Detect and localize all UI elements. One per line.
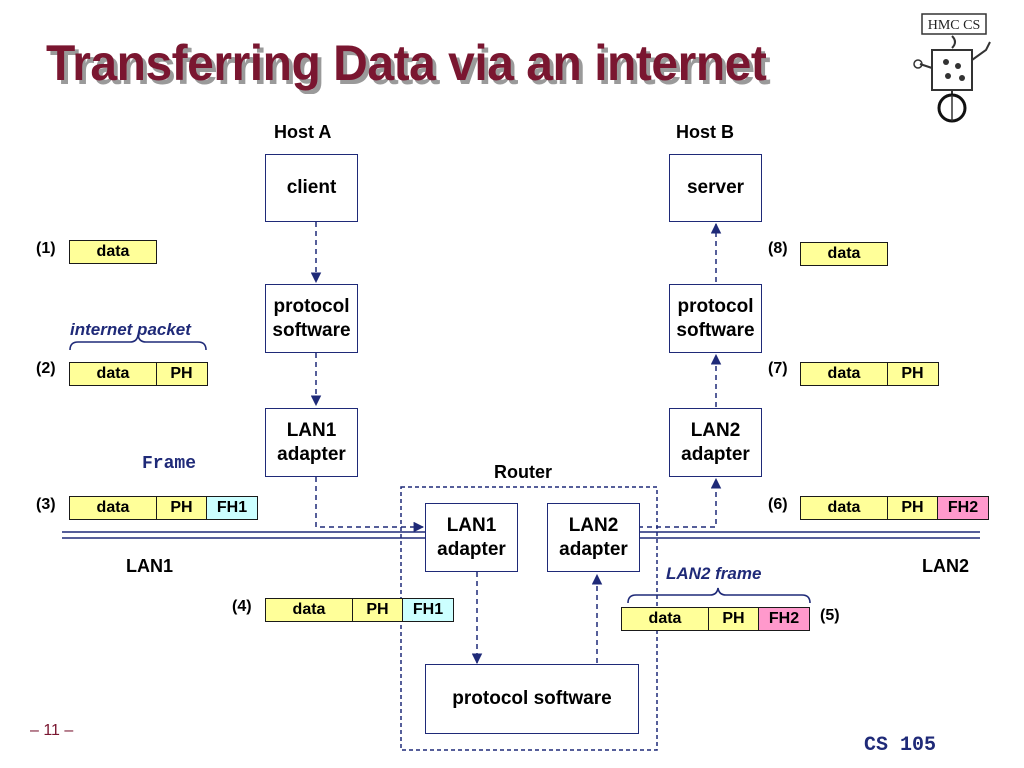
packet-ph-field: PH [155,496,208,520]
packet-ph-field: PH [886,362,939,386]
host-a-protocol-software-box: protocol software [265,284,358,353]
lan2-cable [638,531,980,539]
internet-packet-brace [69,334,207,351]
step-4-label: (4) [232,598,252,615]
packet-step-6: data PH FH2 [800,496,989,520]
router-protocol-software-box: protocol software [425,664,639,734]
arrow-lan1-to-router [315,477,425,533]
frame-label: Frame [142,454,197,474]
step-5-label: (5) [820,607,840,624]
packet-step-5: data PH FH2 [621,607,810,631]
internet-packet-label: internet packet [70,320,191,339]
host-b-protocol-software-box: protocol software [669,284,762,353]
arrow-router-to-lan2 [638,477,722,528]
packet-step-7: data PH [800,362,939,386]
lan2-frame-brace [627,587,811,604]
packet-data-field: data [800,496,888,520]
packet-step-1: data [69,240,157,264]
lan2-label: LAN2 [922,556,970,576]
step-3-label: (3) [36,496,56,513]
lan1-cable [62,531,426,539]
packet-data-field: data [621,607,709,631]
step-2-label: (2) [36,360,56,377]
svg-text:HMC CS: HMC CS [928,18,981,33]
packet-step-4: data PH FH1 [265,598,454,622]
host-b-label: Host B [676,122,734,142]
step-6-label: (6) [768,496,788,513]
packet-data-field: data [69,496,157,520]
packet-data-field: data [69,362,157,386]
packet-ph-field: PH [886,496,939,520]
host-b-lan2-adapter-box: LAN2 adapter [669,408,762,477]
packet-step-3: data PH FH1 [69,496,258,520]
lan1-label: LAN1 [126,556,174,576]
packet-step-8: data [800,242,888,266]
step-7-label: (7) [768,360,788,377]
packet-fh1-field: FH1 [402,598,454,622]
router-lan2-adapter-box: LAN2 adapter [547,503,640,572]
page-number: – 11 – [30,722,74,739]
slide-title: Transferring Data via an internet [46,35,767,91]
host-a-label: Host A [274,122,332,142]
packet-step-2: data PH [69,362,208,386]
packet-fh2-field: FH2 [937,496,989,520]
server-box: server [669,154,762,222]
step-8-label: (8) [768,240,788,257]
packet-data-field: data [265,598,353,622]
client-box: client [265,154,358,222]
host-a-lan1-adapter-box: LAN1 adapter [265,408,358,477]
packet-fh1-field: FH1 [206,496,258,520]
packet-data-field: data [800,362,888,386]
packet-data-field: data [69,240,157,264]
step-1-label: (1) [36,240,56,257]
router-label: Router [494,462,552,482]
packet-fh2-field: FH2 [758,607,810,631]
packet-ph-field: PH [707,607,760,631]
hmc-cs-logo-icon: HMC CS [913,13,991,123]
lan2-frame-label: LAN2 frame [666,564,762,583]
packet-ph-field: PH [351,598,404,622]
packet-ph-field: PH [155,362,208,386]
router-lan1-adapter-box: LAN1 adapter [425,503,518,572]
packet-data-field: data [800,242,888,266]
course-code: CS 105 [864,734,937,757]
